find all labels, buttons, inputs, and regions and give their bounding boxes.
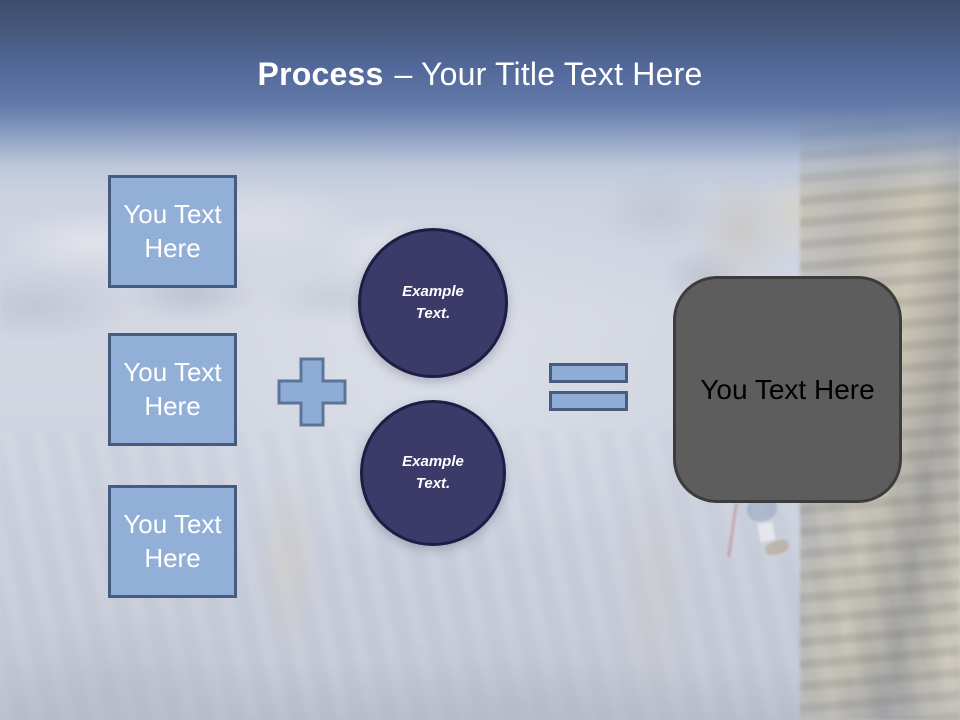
example-circle-2[interactable]: Example Text. [360,400,506,546]
sky-gradient-band [0,0,960,196]
background-bottom-shade [0,660,960,720]
input-box-2[interactable]: You Text Here [108,333,237,446]
equals-bar-top [549,363,628,383]
person-paper [757,521,776,543]
example-circle-1[interactable]: Example Text. [358,228,508,378]
input-box-1[interactable]: You Text Here [108,175,237,288]
example-circle-1-label: Example Text. [402,282,464,323]
example-circle-2-label: Example Text. [402,452,464,493]
equals-bar-bottom [549,391,628,411]
input-box-2-label: You Text Here [123,357,222,421]
slide-title-regular: – Your Title Text Here [394,55,703,92]
slide-title-bold: Process [257,55,384,92]
input-box-3-label: You Text Here [123,509,222,573]
equals-icon [549,363,628,411]
input-box-3[interactable]: You Text Here [108,485,237,598]
background-person-on-cliff [725,493,805,565]
result-box-label: You Text Here [700,373,875,405]
input-box-1-label: You Text Here [123,199,222,263]
person-boot [763,537,791,558]
person-rope [727,503,738,557]
result-box[interactable]: You Text Here [673,276,902,503]
slide-title[interactable]: Process – Your Title Text Here [0,52,960,96]
plus-icon [277,357,347,427]
